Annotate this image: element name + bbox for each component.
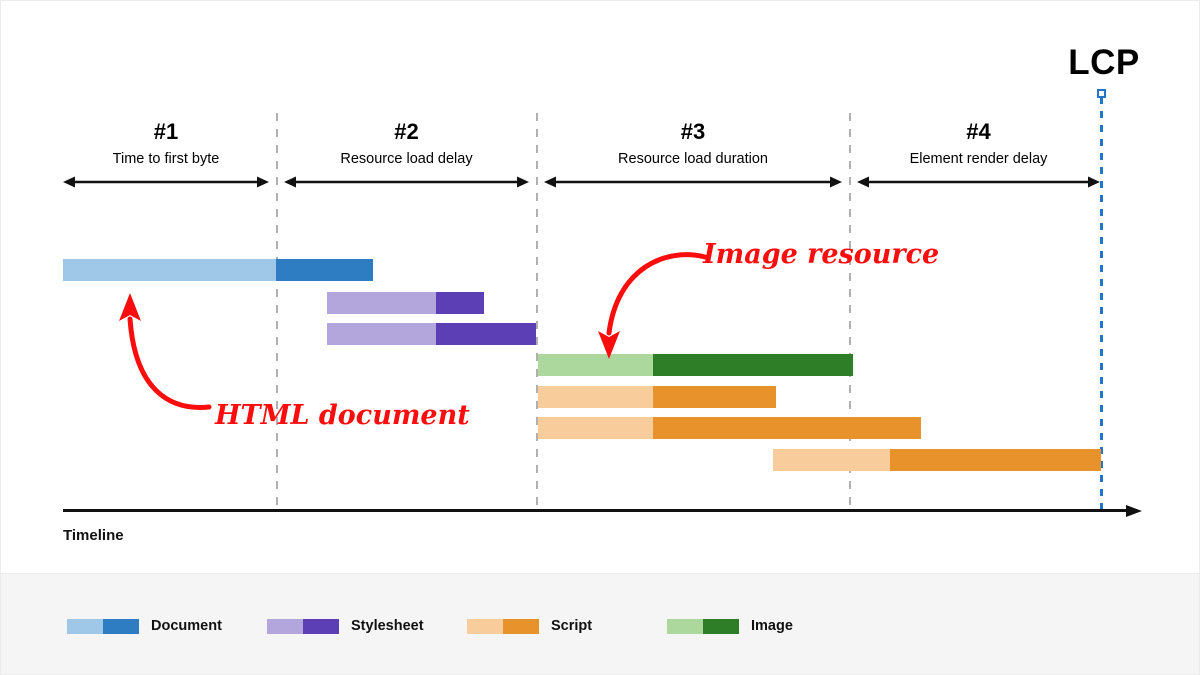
legend-label-image: Image [751,618,793,634]
legend-item-document[interactable]: Document [67,618,222,634]
image-resource-annotation-arrow-icon [595,241,711,368]
bar-script-1-load-segment [653,386,776,408]
image-resource-annotation-label: Image resource [703,239,940,270]
bar-script-3-load-segment [890,449,1101,471]
bar-script-3 [773,449,1101,471]
phase-divider-1 [276,113,278,511]
phase-2-range-arrow-icon [284,175,529,189]
legend-swatch-stylesheet-icon [267,618,339,634]
legend-swatch-light [267,618,303,634]
legend-item-stylesheet[interactable]: Stylesheet [267,618,424,634]
bar-stylesheet-2-load-segment [436,323,536,345]
legend-swatch-document-icon [67,618,139,634]
phase-divider-3 [849,113,851,511]
html-document-annotation-arrow-icon [109,285,219,416]
phase-3-range-arrow-icon [544,175,842,189]
bar-script-2-wait-segment [538,417,653,439]
phase-2-name: Resource load delay [340,151,473,167]
lcp-marker-line [1100,97,1103,511]
phase-3-name: Resource load duration [618,151,768,167]
bar-image-wait-segment [538,354,653,376]
bar-script-1 [538,386,776,408]
legend-swatch-dark [103,618,139,634]
legend: Document Stylesheet Script Image [1,573,1199,674]
bar-image-load-segment [653,354,853,376]
html-document-annotation-label: HTML document [215,400,470,431]
phase-4-name: Element render delay [909,151,1048,167]
timeline-axis [63,509,1133,512]
phase-4-number: #4 [966,119,991,144]
legend-swatch-image-icon [667,618,739,634]
legend-swatch-dark [303,618,339,634]
phase-3-number: #3 [680,119,706,144]
legend-label-document: Document [151,618,222,634]
bar-script-3-wait-segment [773,449,890,471]
phase-2-number: #2 [394,119,419,144]
bar-stylesheet-2 [327,323,536,345]
bar-document-load-segment [276,259,373,281]
bar-script-2 [538,417,921,439]
bar-script-1-wait-segment [538,386,653,408]
timeline-axis-arrow-icon [1126,503,1146,524]
bar-stylesheet-1-wait-segment [327,292,436,314]
bar-script-2-load-segment [653,417,921,439]
legend-label-stylesheet: Stylesheet [351,618,424,634]
phase-divider-2 [536,113,538,511]
phase-1-range-arrow-icon [63,175,269,189]
phase-4-range-arrow-icon [857,175,1100,189]
phase-1-name: Time to first byte [112,151,220,167]
bar-stylesheet-2-wait-segment [327,323,436,345]
bar-stylesheet-1 [327,292,484,314]
legend-swatch-dark [703,618,739,634]
timeline-label: Timeline [63,527,124,544]
legend-swatch-light [467,618,503,634]
bar-image [538,354,853,376]
legend-swatch-light [667,618,703,634]
legend-item-image[interactable]: Image [667,618,793,634]
bar-document-wait-segment [63,259,276,281]
legend-swatch-dark [503,618,539,634]
legend-swatch-script-icon [467,618,539,634]
legend-item-script[interactable]: Script [467,618,592,634]
bar-document [63,259,373,281]
bar-stylesheet-1-load-segment [436,292,484,314]
lcp-label: LCP [1068,43,1140,82]
legend-label-script: Script [551,618,593,634]
phase-1-number: #1 [153,119,179,144]
legend-swatch-light [67,618,103,634]
